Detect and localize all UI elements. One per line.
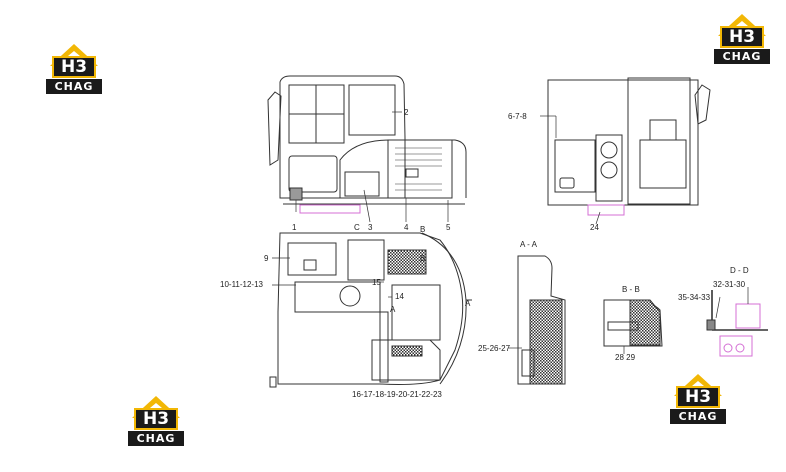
label-view-bb: B - B xyxy=(622,285,640,294)
label-b-top: B xyxy=(420,225,425,234)
highlight-frame xyxy=(587,204,625,216)
upper-structure xyxy=(277,232,464,385)
label-view-dd: D - D xyxy=(730,266,749,275)
label-16-23: 16-17-18-19-20-21-22-23 xyxy=(352,390,442,399)
label-25-27: 25-26-27 xyxy=(478,344,511,353)
top-view xyxy=(269,232,472,388)
label-9: 9 xyxy=(264,254,269,263)
mirror xyxy=(694,84,711,125)
part-9-detail xyxy=(303,259,317,271)
label-24: 24 xyxy=(590,223,599,232)
label-30-32: 32-31-30 xyxy=(713,280,746,289)
label-a-mid: A xyxy=(390,305,396,314)
filler-cap xyxy=(559,177,575,189)
label-4: 4 xyxy=(404,223,409,232)
label-6-7-8: 6-7-8 xyxy=(508,112,527,121)
part-b-hatch xyxy=(387,249,427,275)
label-view-aa: A - A xyxy=(520,240,538,249)
step xyxy=(371,339,441,381)
logo-mark: H3 xyxy=(52,56,96,78)
rear-outline xyxy=(547,79,699,206)
washer xyxy=(607,321,639,331)
part-15 xyxy=(347,239,385,281)
logo-mark: H3 xyxy=(134,408,178,430)
callout-labels: 2 1 C 3 4 5 B 6-7-8 24 9 10-11-12-13 15 … xyxy=(220,108,749,399)
label-1: 1 xyxy=(292,223,297,232)
bracket xyxy=(269,376,277,388)
seat xyxy=(639,139,687,189)
watermark-logo: H3 CHAG xyxy=(44,42,104,98)
logo-mark: H3 xyxy=(720,26,764,48)
bolt xyxy=(521,349,535,377)
section-a-a xyxy=(517,255,566,385)
label-14: 14 xyxy=(395,292,404,301)
side-view xyxy=(267,75,467,214)
tank xyxy=(554,139,596,193)
label-b-mid: B xyxy=(420,254,425,263)
seat-back xyxy=(649,119,677,141)
section-hatch xyxy=(529,299,563,385)
label-15: 15 xyxy=(372,278,381,287)
section-hatch xyxy=(629,299,661,346)
mirror xyxy=(267,91,282,166)
label-33-35: 35-34-33 xyxy=(678,293,711,302)
logo-mark: H3 xyxy=(676,386,720,408)
logo-subtext: CHAG xyxy=(128,431,184,446)
pump-unit xyxy=(595,134,623,202)
watermark-logo: H3 CHAG xyxy=(712,12,772,68)
highlight-frame xyxy=(299,204,361,214)
logo-subtext: CHAG xyxy=(714,49,770,64)
label-3: 3 xyxy=(368,223,373,232)
section-outline xyxy=(517,255,566,385)
logo-subtext: CHAG xyxy=(46,79,102,94)
cab-door-panel xyxy=(288,155,338,193)
part-9 xyxy=(287,242,337,276)
section-b-b xyxy=(603,299,663,347)
partition xyxy=(379,311,389,383)
door-latch xyxy=(405,168,419,178)
highlight-frame xyxy=(735,303,761,329)
label-a-right: A xyxy=(465,299,471,308)
counterweight xyxy=(421,232,467,385)
engine-hood xyxy=(339,139,467,198)
label-c: C xyxy=(354,223,360,232)
label-2: 2 xyxy=(404,108,409,117)
cab-side-window xyxy=(348,84,396,136)
part-1 xyxy=(289,187,303,201)
cab-rear xyxy=(627,77,691,205)
battery-box xyxy=(344,171,380,197)
watermark-logo: H3 CHAG xyxy=(126,394,186,450)
label-28-29: 28 29 xyxy=(615,353,636,362)
side-door xyxy=(387,139,453,199)
label-10-13: 10-11-12-13 xyxy=(220,280,264,289)
rear-view xyxy=(547,77,711,216)
cab-outline xyxy=(279,75,406,199)
part-16-hatch xyxy=(391,345,423,357)
detail-d-d xyxy=(706,290,768,357)
logo-subtext: CHAG xyxy=(670,409,726,424)
part-10 xyxy=(294,281,381,313)
leader-lines xyxy=(272,111,749,354)
watermark-logo: H3 CHAG xyxy=(668,372,728,428)
highlight-frame xyxy=(719,335,753,357)
label-5: 5 xyxy=(446,223,451,232)
